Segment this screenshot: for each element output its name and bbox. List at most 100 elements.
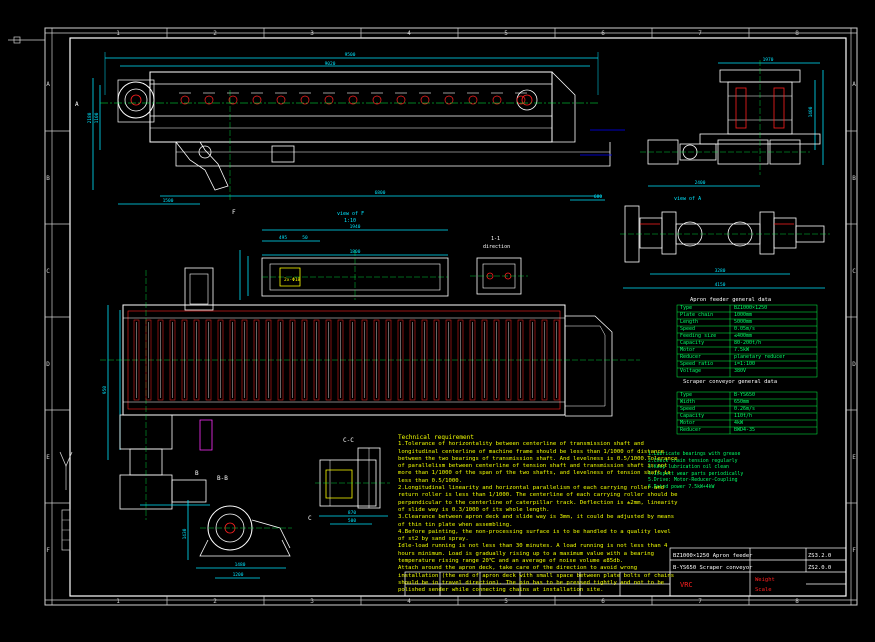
table-cell-value: 4kW [734, 420, 744, 426]
roller [372, 95, 382, 105]
table-cell-key: Type [680, 305, 693, 311]
section-cc-title: C-C [343, 437, 354, 444]
col-number: 3 [310, 598, 314, 605]
table-cell-value: BWD4-35 [734, 427, 756, 433]
view-f-scale: 1:10 [344, 218, 356, 224]
apron-slat [493, 319, 500, 401]
technical-requirement: Technical requirement 1.Tolerance of hor… [398, 434, 680, 595]
apron-slat [253, 319, 260, 401]
col-number: 6 [601, 30, 605, 37]
front-elevation-view [92, 52, 611, 205]
dim-viewf-small2: 50 [302, 235, 308, 241]
note-line: 4.Inspect wear parts periodically [648, 471, 744, 477]
section-bb [187, 500, 292, 579]
apron-slat [421, 319, 428, 401]
view-a-side [640, 60, 824, 187]
dim-cc-1: 870 [348, 510, 356, 516]
tech-req-item: 1.Tolerance of horizontality between cen… [398, 441, 678, 484]
apron-slat [313, 319, 320, 401]
scraper-table-title: Scraper conveyor general data [683, 379, 778, 385]
apron-slat [265, 319, 272, 401]
tech-req-item: 3.Clearance between apron deck and slide… [398, 514, 675, 528]
dim-cc-2: 500 [348, 518, 356, 524]
table-cell-value: 650mm [734, 399, 750, 405]
apron-slat [157, 319, 164, 401]
apron-slat [217, 319, 224, 401]
roller [252, 95, 262, 105]
section-cc [315, 447, 390, 525]
row-letter: B [46, 175, 50, 182]
section-1-1 [470, 257, 528, 295]
apron-slat [133, 319, 140, 401]
table-cell-value: B-YS650 [734, 392, 756, 398]
dim-viewa-inner: 3280 [715, 268, 726, 274]
plan-slats [133, 319, 560, 401]
table-cell-value: 7.5kW [734, 347, 750, 353]
front-centerline [100, 90, 625, 200]
table-cell-value: planetary reducer [734, 354, 786, 360]
tech-req-item: 4.Before painting, the non-processing su… [398, 528, 671, 543]
col-number: 7 [698, 598, 702, 605]
marker-b-label: B [195, 470, 199, 477]
table-cell-value: ≤400mm [734, 333, 753, 339]
apron-slat [469, 319, 476, 401]
col-number: 8 [795, 598, 799, 605]
apron-slat [529, 319, 536, 401]
apron-slat [337, 319, 344, 401]
apron-slat [541, 319, 548, 401]
apron-slat [205, 319, 212, 401]
row-letter: C [852, 268, 856, 275]
table-cell-key: Speed [680, 326, 696, 332]
title-code2: ZS2.0.0 [808, 565, 831, 571]
row-letter: F [852, 547, 856, 554]
table-cell-key: Width [680, 399, 696, 405]
table-cell-key: Reducer [680, 427, 702, 433]
row-letter: E [852, 454, 856, 461]
shaft-assembly-view [620, 205, 830, 289]
dim-right-top: 1970 [763, 57, 774, 63]
title-code1: ZS3.2.0 [808, 553, 831, 559]
apron-slat [169, 319, 176, 401]
table-cell-value: 380V [734, 368, 747, 374]
table-cell-value: 0.26m/s [734, 406, 756, 412]
title-block [404, 547, 847, 597]
apron-slat [349, 319, 356, 401]
dim-bb-1: 1480 [235, 562, 246, 568]
col-number: 8 [795, 30, 799, 37]
col-number: 4 [407, 598, 411, 605]
roller [516, 95, 526, 105]
apron-slat [481, 319, 488, 401]
table-cell-key: Voltage [680, 368, 702, 374]
col-number: 6 [601, 598, 605, 605]
dim-right-mid: 1400 [808, 106, 814, 117]
apron-slat [385, 319, 392, 401]
apron-slat [445, 319, 452, 401]
table-cell-key: Length [680, 319, 699, 325]
roller [396, 95, 406, 105]
roller [228, 95, 238, 105]
dim-viewf-small1: 495 [279, 235, 287, 241]
section-1-1-sub: direction [483, 244, 510, 250]
tech-req-item: Attach around the apron deck, take care … [398, 565, 675, 594]
apron-slat [397, 319, 404, 401]
roller [276, 95, 286, 105]
row-letter: D [852, 361, 856, 368]
table-cell-value: 5000mm [734, 319, 753, 325]
row-letter: A [852, 81, 856, 88]
table-cell-key: Capacity [680, 413, 705, 419]
apron-slat [277, 319, 284, 401]
apron-slat [409, 319, 416, 401]
table-cell-key: Feeding size [680, 333, 717, 339]
col-number: 4 [407, 30, 411, 37]
title-company: VRC [680, 581, 693, 589]
col-number: 1 [116, 598, 120, 605]
dim-right-bottom: 2400 [695, 180, 706, 186]
tech-req-title: Technical requirement [398, 434, 474, 441]
apron-slat [517, 319, 524, 401]
dim-left-height: 2180 [87, 112, 93, 123]
roller [300, 95, 310, 105]
row-letter: F [46, 547, 50, 554]
table-cell-key: Plate chain [680, 312, 714, 318]
view-f-title: view of F [337, 211, 364, 217]
